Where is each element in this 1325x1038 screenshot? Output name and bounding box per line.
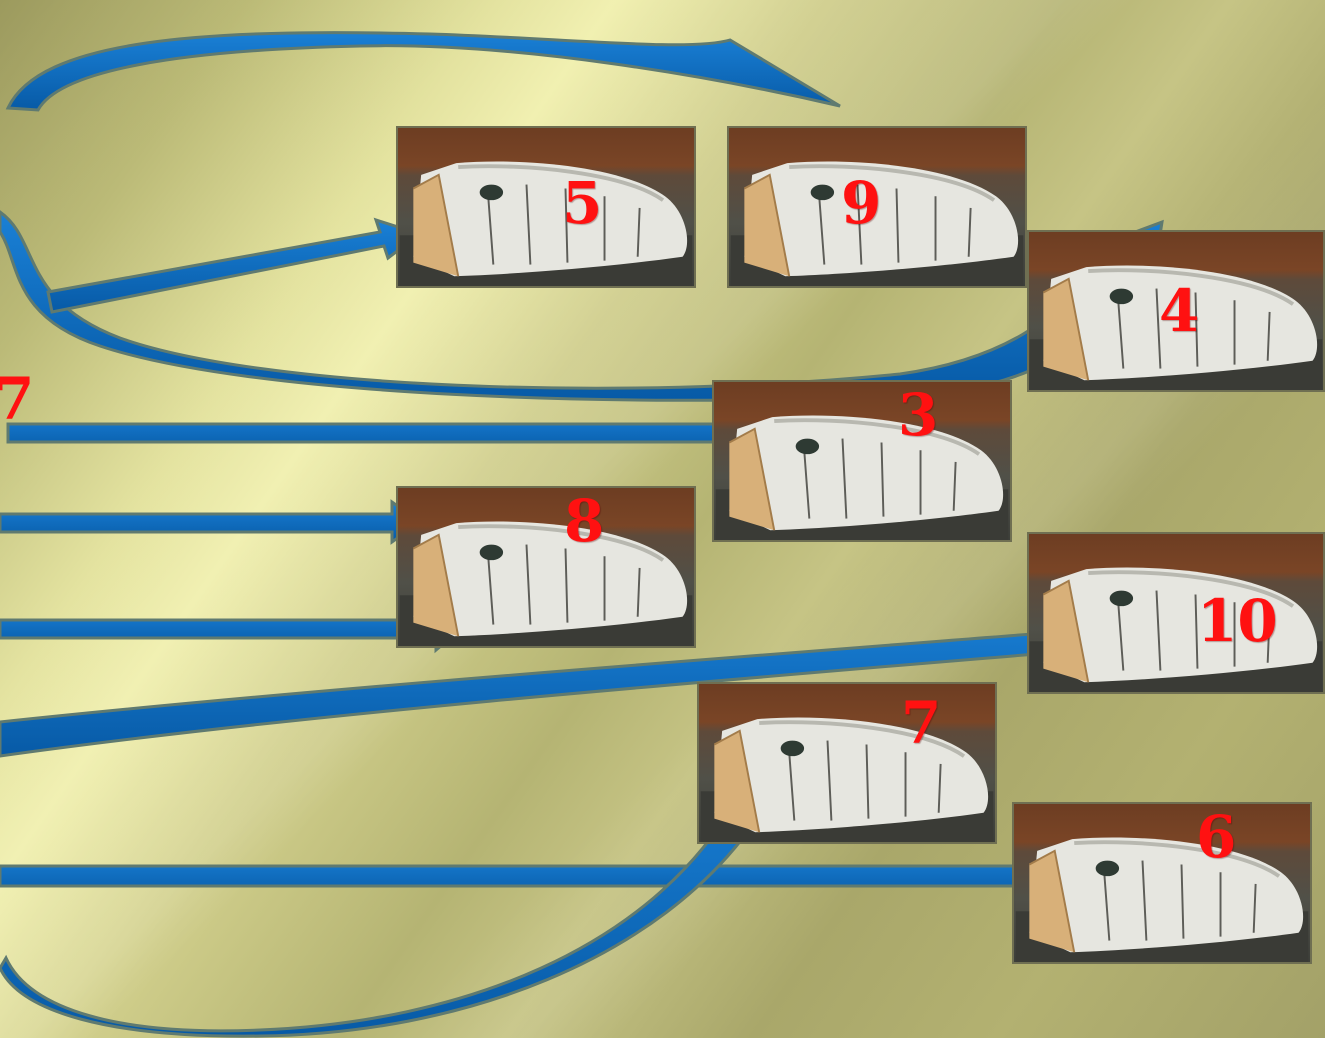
arrow-to-log-3 — [8, 412, 756, 452]
log-tile: 4 — [1027, 230, 1325, 392]
log-tile: 7 — [697, 682, 997, 844]
log-number-label: 3 — [898, 386, 938, 444]
birch-log-image — [699, 684, 995, 842]
arrow-to-log-8-upper — [0, 502, 420, 542]
log-number-label: 4 — [1159, 282, 1199, 340]
log-tile: 8 — [396, 486, 696, 648]
log-tile: 6 — [1012, 802, 1312, 964]
arrow-bottom-loop-to-log-7 — [0, 770, 778, 1036]
birch-log-image — [1029, 534, 1323, 692]
log-number-label: 5 — [562, 174, 602, 232]
log-number-label: 10 — [1197, 592, 1278, 650]
birch-log-image — [714, 382, 1010, 540]
arrow-top-loop — [8, 33, 840, 110]
birch-log-image — [398, 488, 694, 646]
log-number-label: 7 — [901, 694, 941, 752]
log-number-label: 8 — [564, 492, 604, 550]
log-number-label: 6 — [1196, 808, 1236, 866]
arrow-to-log-8-lower — [0, 606, 462, 650]
log-tile: 9 — [727, 126, 1027, 288]
stray-label-fragment: 7 — [0, 370, 34, 428]
arrow-to-log-6 — [0, 852, 1058, 900]
birch-log-image — [1014, 804, 1310, 962]
log-tile: 5 — [396, 126, 696, 288]
log-number-label: 9 — [841, 174, 881, 232]
birch-log-image — [398, 128, 694, 286]
log-tile: 10 — [1027, 532, 1325, 694]
arrow-to-log-5 — [48, 220, 420, 312]
log-tile: 3 — [712, 380, 1012, 542]
